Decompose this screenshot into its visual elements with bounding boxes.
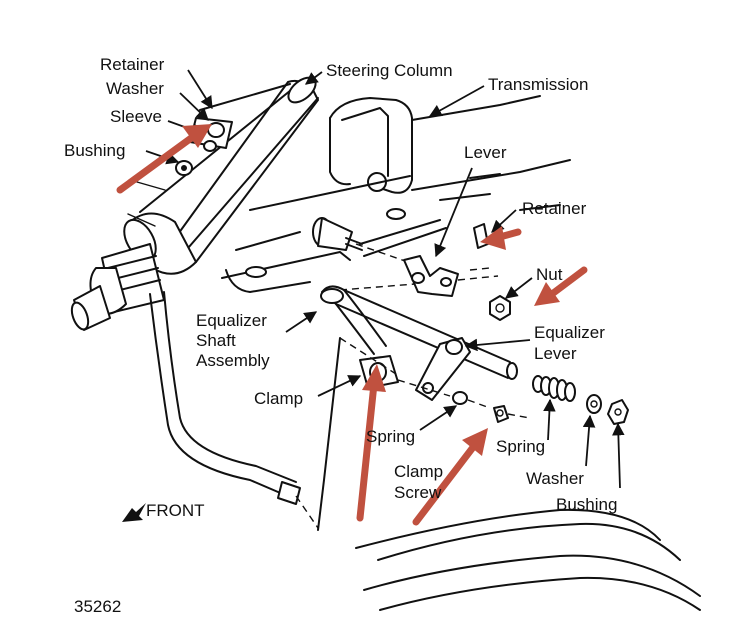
retainer-clip [473,223,489,249]
label-washer-top: Washer [106,79,164,98]
shift-cable [149,291,319,529]
label-equalizer-lever-line1: Equalizer [534,323,605,342]
trans-lever [403,255,499,297]
label-spring-right: Spring [496,437,545,456]
frame-lines [317,337,701,611]
nut [489,295,511,321]
label-bushing-bottom: Bushing [556,495,617,514]
red-callout-arrows [116,124,588,526]
label-equalizer-shaft-line1: Equalizer [196,311,267,330]
red-callout-arrow-sleeve [116,124,212,194]
label-equalizer-lever-line2: Lever [534,344,577,363]
front-arrow-icon [122,503,146,522]
label-clamp: Clamp [254,389,303,408]
label-steering-column: Steering Column [326,61,453,80]
red-callout-arrow-clamp-screw [412,428,488,526]
label-front: FRONT [146,501,205,520]
label-retainer-right: Retainer [522,199,587,218]
label-clamp-screw-line1: Clamp [394,462,443,481]
leader-lines [145,69,625,489]
label-equalizer-shaft-line3: Assembly [196,351,270,370]
label-clamp-screw-line2: Screw [394,483,442,502]
label-lever: Lever [464,143,507,162]
red-callout-arrow-nut [534,266,588,306]
label-sleeve: Sleeve [110,107,162,126]
figure-number: 35262 [74,597,121,616]
red-callout-arrow-clamp [356,364,386,522]
label-bushing-top: Bushing [64,141,125,160]
label-equalizer-shaft-line2: Shaft [196,331,236,350]
label-washer-bottom: Washer [526,469,584,488]
label-retainer-top: Retainer [100,55,165,74]
label-nut: Nut [536,265,563,284]
label-transmission: Transmission [488,75,588,94]
label-spring-left: Spring [366,427,415,446]
red-callout-arrow-retainer [480,226,522,250]
spring-stack [452,375,629,425]
steering-column [70,76,319,331]
transmission [221,95,571,293]
